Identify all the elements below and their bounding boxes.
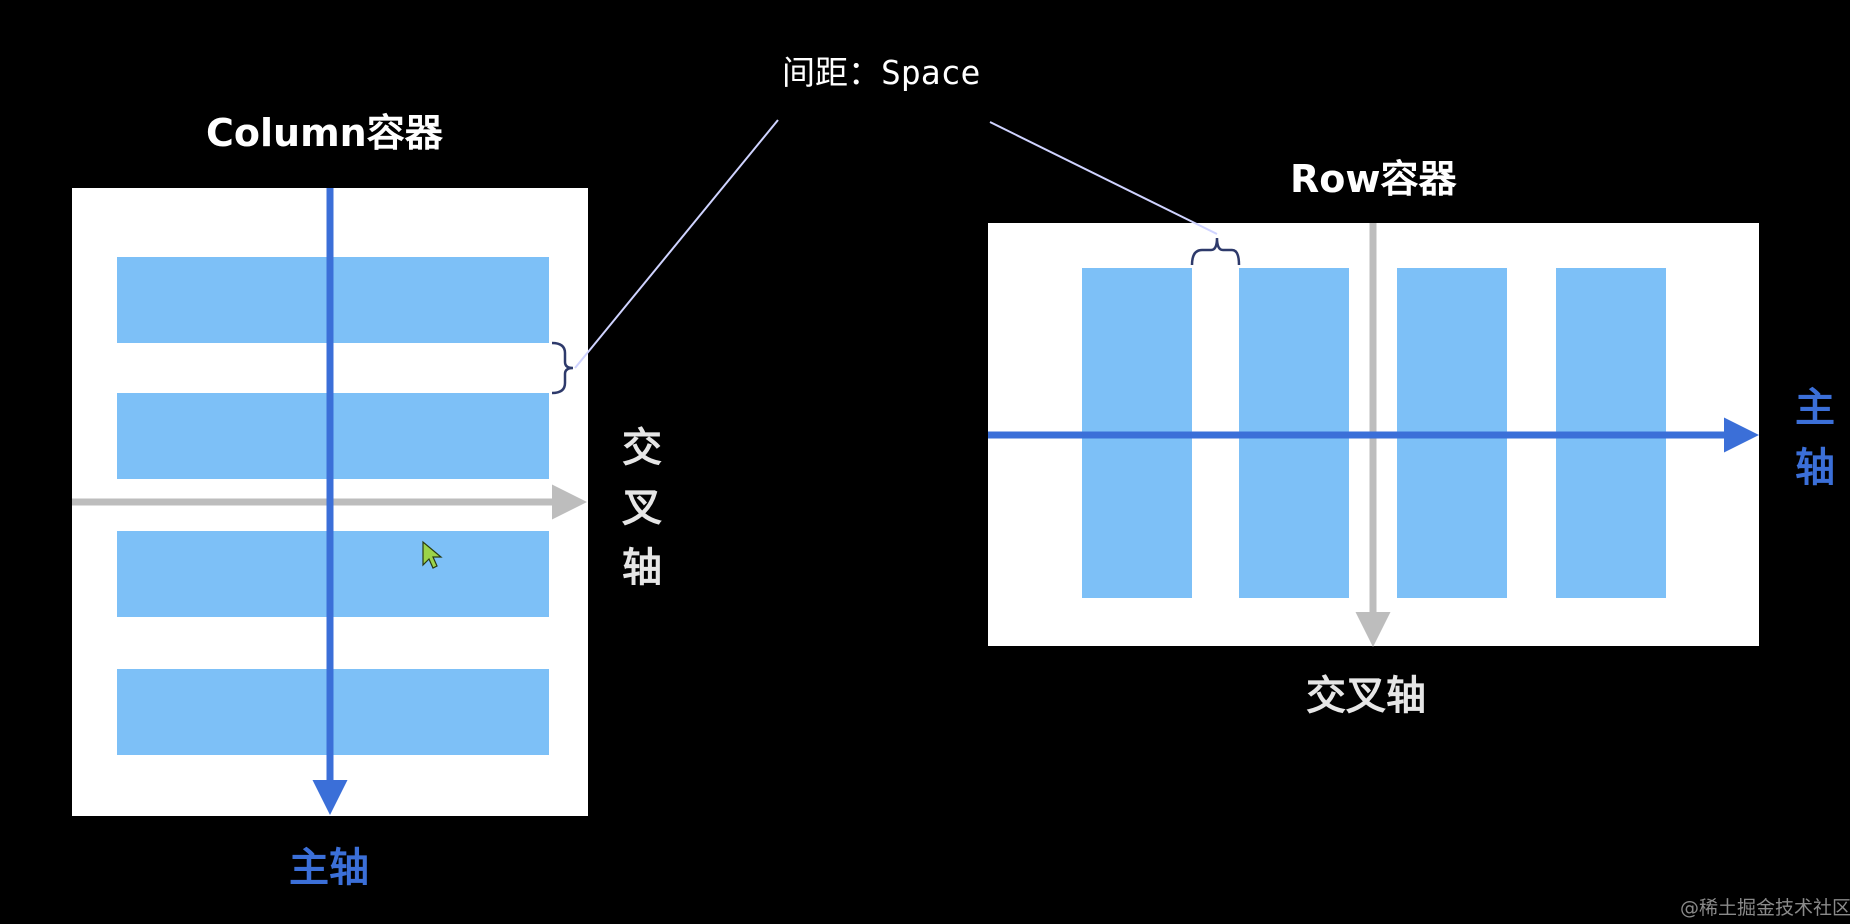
- row-main-axis-char: 轴: [1795, 445, 1835, 491]
- spacing-label: 间距：Space: [782, 53, 981, 92]
- column-cross-axis-char: 交: [622, 425, 662, 471]
- column-cross-axis-char: 叉: [622, 485, 662, 531]
- column-main-axis-label: 主轴: [289, 845, 369, 891]
- mouse-cursor-icon: [422, 540, 443, 569]
- row-main-axis-label: 主 轴: [1795, 388, 1835, 508]
- column-cross-axis-label: 交 叉 轴: [622, 428, 662, 608]
- row-cross-axis-label: 交叉轴: [1306, 673, 1426, 719]
- column-title: Column容器: [206, 111, 443, 155]
- column-cross-axis-char: 轴: [622, 545, 662, 591]
- column-spacing-brace-icon: [551, 341, 574, 395]
- row-title: Row容器: [1290, 157, 1457, 201]
- row-spacing-pointer-line: [989, 121, 1218, 235]
- column-spacing-pointer-line: [574, 119, 779, 369]
- row-main-axis-char: 主: [1795, 385, 1835, 431]
- watermark: @稀土掘金技术社区: [1680, 897, 1850, 919]
- row-spacing-brace-icon: [1190, 237, 1241, 266]
